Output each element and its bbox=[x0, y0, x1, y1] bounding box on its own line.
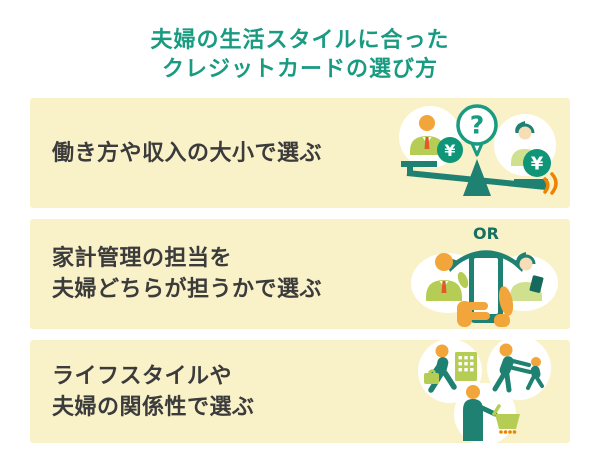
page-title: 夫婦の生活スタイルに合った クレジットカードの選び方 bbox=[0, 0, 600, 84]
work-commute-icon bbox=[424, 344, 477, 393]
yen-glyph-small: ¥ bbox=[444, 141, 455, 160]
card-household-manager: 家計管理の担当を 夫婦どちらが担うかで選ぶ OR bbox=[30, 219, 570, 329]
hand-icon bbox=[457, 285, 514, 327]
husband-figure bbox=[426, 252, 469, 301]
question-glyph: ? bbox=[470, 111, 485, 140]
title-line-2: クレジットカードの選び方 bbox=[161, 57, 438, 82]
card-list: 働き方や収入の大小で選ぶ bbox=[0, 98, 600, 445]
card-label-line: ライフスタイルや bbox=[52, 363, 233, 389]
lifestyle-scenes-icon bbox=[418, 336, 551, 445]
yen-glyph-large: ¥ bbox=[531, 154, 544, 175]
family-play-icon bbox=[492, 343, 544, 392]
card-lifestyle: ライフスタイルや 夫婦の関係性で選ぶ bbox=[30, 336, 570, 445]
seesaw-fulcrum bbox=[463, 159, 491, 196]
card-label-line: 夫婦どちらが担うかで選ぶ bbox=[52, 277, 323, 302]
balance-scale-icon: ¥ ¥ bbox=[399, 104, 558, 196]
card-income-label: 働き方や収入の大小で選ぶ bbox=[52, 138, 322, 169]
or-label: OR bbox=[473, 224, 499, 243]
lifestyle-illustration bbox=[410, 336, 562, 447]
question-mark-icon: ? bbox=[456, 104, 498, 157]
wife-figure bbox=[510, 251, 544, 301]
smartphone-choice-icon: OR bbox=[411, 224, 558, 327]
husband-figure bbox=[410, 115, 444, 155]
bounce-marks-icon bbox=[543, 172, 558, 195]
card-household-label: 家計管理の担当を 夫婦どちらが担うかで選ぶ bbox=[52, 243, 322, 305]
yen-coin-large-icon: ¥ bbox=[523, 149, 551, 177]
title-line-1: 夫婦の生活スタイルに合った bbox=[150, 28, 450, 53]
yen-coin-small-icon: ¥ bbox=[437, 137, 463, 163]
card-income-balance: 働き方や収入の大小で選ぶ bbox=[30, 98, 570, 208]
seesaw-illustration: ¥ ¥ bbox=[394, 102, 562, 204]
card-lifestyle-label: ライフスタイルや 夫婦の関係性で選ぶ bbox=[52, 361, 255, 423]
card-label-line: 夫婦の関係性で選ぶ bbox=[52, 394, 255, 420]
phone-or-illustration: OR bbox=[410, 222, 562, 327]
card-label-line: 働き方や収入の大小で選ぶ bbox=[52, 140, 323, 166]
card-label-line: 家計管理の担当を bbox=[52, 246, 233, 271]
shopping-icon bbox=[463, 384, 520, 441]
